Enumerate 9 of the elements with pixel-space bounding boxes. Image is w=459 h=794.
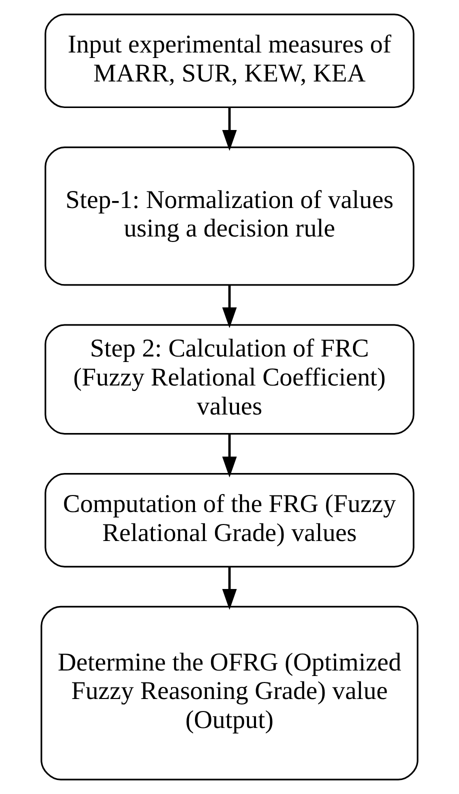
- node-box: Step-1: Normalization of values using a decision rule: [44, 146, 414, 286]
- arrow: [222, 108, 237, 151]
- node-box: Computation of the FRG (Fuzzy Relational Grade) values: [44, 473, 414, 568]
- arrow: [222, 566, 237, 610]
- node-box: Step 2: Calculation of FRC (Fuzzy Relational Coefficient) values: [44, 324, 414, 435]
- node-box: Input experimental measures of MARR, SUR, KEW, KEA: [44, 14, 414, 108]
- node-box: Determine the OFRG (Optimized Fuzzy Reasoning Grade) value (Output): [40, 606, 418, 780]
- arrow: [222, 285, 237, 328]
- arrow: [222, 434, 237, 478]
